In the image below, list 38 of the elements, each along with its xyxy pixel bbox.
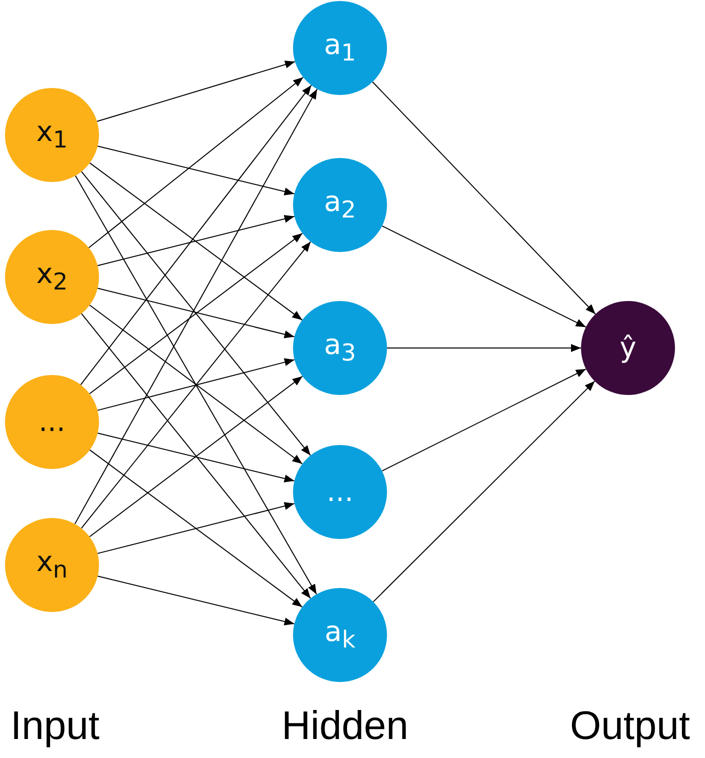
layer-label: Input — [10, 704, 100, 749]
neuron-label: x$_{1}$ — [36, 118, 68, 152]
neuron-label: a$_{2}$ — [324, 188, 356, 222]
arrow — [97, 288, 295, 338]
arrow — [81, 171, 311, 456]
arrow — [89, 162, 303, 321]
arrow — [382, 225, 586, 328]
arrow — [372, 81, 596, 315]
arrow — [97, 214, 295, 266]
arrow — [80, 241, 312, 529]
neuron-label: ŷ — [620, 334, 636, 362]
layer-label: Output — [570, 704, 690, 749]
neuron-label: a$_{1}$ — [324, 31, 356, 65]
neuron-label: a$_{3}$ — [324, 331, 356, 365]
neuron-label: x$_{n}$ — [36, 548, 68, 582]
arrow — [97, 358, 295, 411]
arrow — [89, 376, 303, 538]
neuron-label: ... — [38, 408, 66, 436]
arrow — [88, 76, 304, 248]
layer-label: Hidden — [282, 704, 408, 749]
arrow — [97, 432, 295, 482]
neuron-label: a$_{k}$ — [324, 618, 356, 652]
arrow — [97, 502, 295, 554]
neuron-label: ... — [326, 478, 354, 506]
arrow — [74, 175, 318, 595]
arrow — [80, 84, 312, 386]
arrow — [97, 146, 295, 196]
arrow — [382, 368, 586, 472]
arrow — [96, 60, 296, 122]
arrow — [372, 380, 596, 602]
arrow — [89, 232, 303, 394]
arrow — [89, 449, 303, 608]
neuron-label: x$_{2}$ — [36, 260, 68, 294]
arrow — [80, 313, 312, 599]
arrow — [89, 304, 303, 464]
arrow — [74, 88, 318, 524]
arrow — [386, 344, 582, 352]
arrow — [97, 576, 295, 626]
